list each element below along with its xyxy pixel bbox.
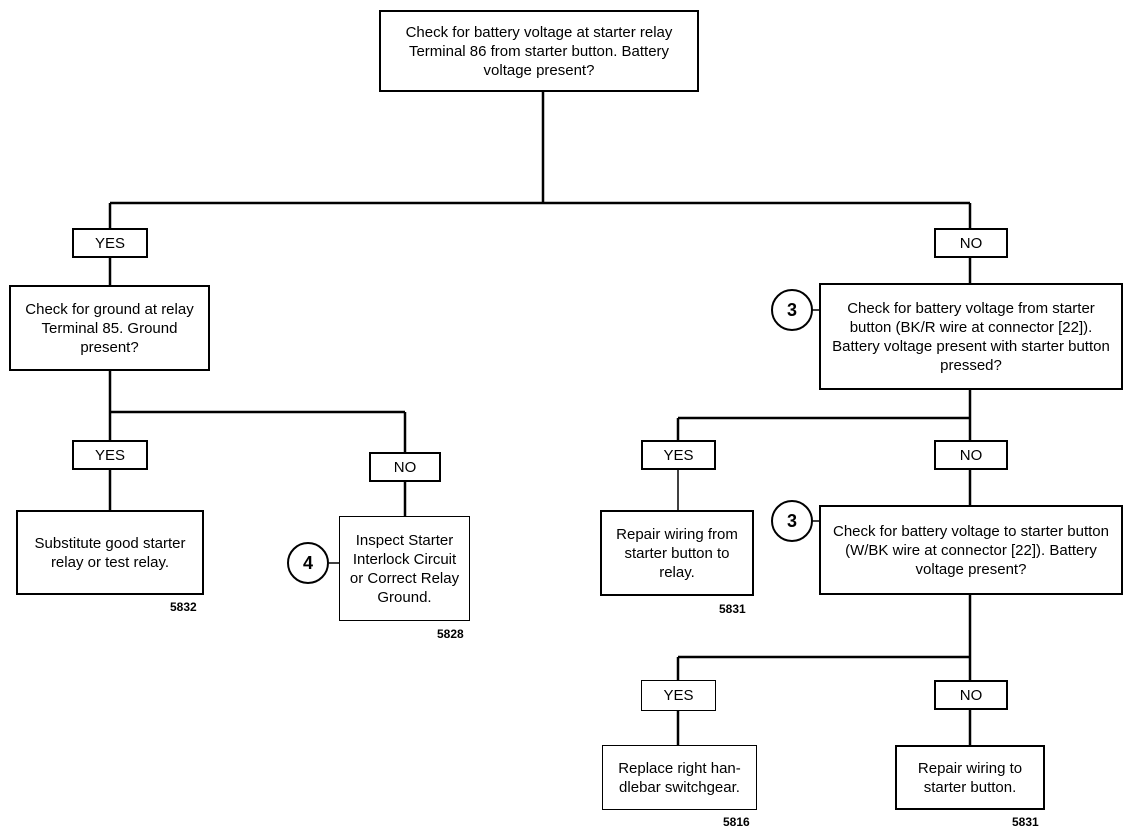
bkr-check-box: Check for battery voltage from starter b… xyxy=(819,283,1123,390)
repair-wiring-relay-text: Repair wiring from starter button to rel… xyxy=(616,525,738,581)
figure-code: 5831 xyxy=(719,602,746,616)
figure-code: 5831 xyxy=(1012,815,1039,829)
inspect-interlock-text: Inspect Starter Interlock Circuit or Cor… xyxy=(349,531,460,606)
substitute-relay-text: Substitute good starter relay or test re… xyxy=(34,534,186,571)
ground-check-text: Check for ground at relay Terminal 85. G… xyxy=(25,300,194,356)
figure-code: 5832 xyxy=(170,600,197,614)
step-reference-circle: 3 xyxy=(771,500,813,542)
substitute-relay-box: Substitute good starter relay or test re… xyxy=(16,510,204,595)
yes-label: YES xyxy=(72,228,148,258)
no-label: NO xyxy=(369,452,441,482)
root-question-text: Check for battery voltage at starter rel… xyxy=(405,23,673,79)
inspect-interlock-box: Inspect Starter Interlock Circuit or Cor… xyxy=(339,516,470,621)
yes-label: YES xyxy=(72,440,148,470)
ground-check-box: Check for ground at relay Terminal 85. G… xyxy=(9,285,210,371)
bkr-check-text: Check for battery voltage from starter b… xyxy=(832,299,1110,374)
repair-wiring-relay-box: Repair wiring from starter button to rel… xyxy=(600,510,754,596)
root-question-box: Check for battery voltage at starter rel… xyxy=(379,10,699,92)
figure-code: 5816 xyxy=(723,815,750,829)
replace-switchgear-text: Replace right han-dlebar switchgear. xyxy=(618,759,741,796)
no-label: NO xyxy=(934,680,1008,710)
figure-code: 5828 xyxy=(437,627,464,641)
yes-label: YES xyxy=(641,680,716,711)
repair-wiring-button-box: Repair wiring to starter button. xyxy=(895,745,1045,810)
wbk-check-text: Check for battery voltage to starter but… xyxy=(833,522,1109,578)
no-label: NO xyxy=(934,228,1008,258)
wbk-check-box: Check for battery voltage to starter but… xyxy=(819,505,1123,595)
step-reference-circle: 4 xyxy=(287,542,329,584)
replace-switchgear-box: Replace right han-dlebar switchgear. xyxy=(602,745,757,810)
yes-label: YES xyxy=(641,440,716,470)
no-label: NO xyxy=(934,440,1008,470)
repair-wiring-button-text: Repair wiring to starter button. xyxy=(917,759,1023,796)
step-reference-circle: 3 xyxy=(771,289,813,331)
